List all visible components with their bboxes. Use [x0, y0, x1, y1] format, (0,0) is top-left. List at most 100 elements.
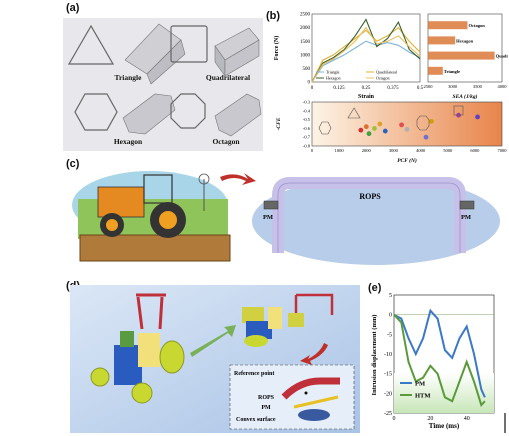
- caption-quadrilateral: Quadrilateral: [205, 73, 251, 82]
- force-series-line-3: [311, 26, 421, 83]
- scatter-xtick: 3000: [389, 148, 399, 153]
- force-ytick: 500: [303, 67, 311, 72]
- intrusion-xlabel: Time (ms): [429, 422, 460, 430]
- intrusion-ytick: 0: [389, 313, 392, 319]
- intrusion-ytick: -5: [387, 332, 392, 338]
- caption-octagon: Octagon: [212, 137, 240, 146]
- panel-c-illustration: ROPS PM PM: [72, 171, 500, 265]
- tractor-model: [90, 293, 185, 404]
- scatter-point: [429, 118, 434, 124]
- intrusion-ylabel: Intrusion displacement (mm): [371, 315, 378, 396]
- force-legend-label: Octagon: [376, 76, 390, 81]
- quadrilateral-outline: [170, 25, 208, 63]
- scatter-xtick: 6000: [470, 148, 480, 153]
- panel-label-a: (a): [66, 2, 80, 14]
- sea-xlabel: SEA (J/kg): [453, 93, 478, 100]
- caption-hexagon: Hexagon: [113, 137, 143, 146]
- intrusion-ytick: -25: [384, 411, 392, 417]
- sea-bar: [428, 51, 495, 60]
- intrusion-series-line-1: [393, 314, 486, 408]
- intrusion-series-line-0: [393, 308, 486, 398]
- cfe-pcf-ylabel: -CFE: [276, 117, 282, 130]
- force-legend-label: Triangle: [326, 70, 340, 75]
- scatter-point: [382, 128, 388, 134]
- scatter-xtick: 7000: [498, 148, 508, 153]
- inset-pm-label: PM: [261, 405, 271, 411]
- intrusion-legend-label: HTM: [415, 393, 431, 400]
- intrusion-ytick: -20: [384, 391, 392, 397]
- panel-a-box: Triangle Quadrilateral Hexagon Octagon: [63, 18, 263, 151]
- scatter-xtick: 0: [311, 148, 314, 153]
- scatter-ytick: -0.6: [303, 126, 311, 131]
- scatter-xtick: 4000: [416, 148, 426, 153]
- triangle-outline: [67, 24, 115, 65]
- sea-xtick: 2500: [424, 84, 434, 89]
- triangle-tube: [124, 23, 186, 85]
- scatter-point: [423, 134, 429, 140]
- contact-inset: Reference point ROPS PM Convex surface: [229, 364, 355, 430]
- pm-label-left: PM: [263, 214, 273, 221]
- sea-bar: [428, 36, 456, 45]
- scatter-point: [377, 121, 383, 127]
- arrow-down-icon: [300, 343, 328, 365]
- pm-block-right: [459, 200, 475, 210]
- triangle-marker-icon: [347, 107, 361, 119]
- force-xtick: 0.5: [417, 86, 424, 91]
- scatter-point: [404, 126, 410, 132]
- force-xtick: 0: [311, 86, 314, 91]
- scatter-xtick: 1000: [335, 148, 345, 153]
- scatter-point: [372, 126, 377, 131]
- intrusion-legend-label: PM: [415, 381, 425, 388]
- arrow-right-icon: [220, 173, 256, 185]
- detail-model: [242, 293, 334, 347]
- intrusion-xtick: 0: [393, 416, 396, 422]
- force-ytick: 0: [308, 81, 311, 86]
- force-xtick: 0.375: [387, 86, 399, 91]
- intrusion-xtick: 40: [464, 416, 470, 422]
- panel-d-illustration: Reference point ROPS PM Convex surface: [70, 285, 360, 433]
- caption-triangle: Triangle: [114, 73, 142, 82]
- sea-bar-label: Quadrilateral: [496, 54, 508, 59]
- intrusion-ytick: 5: [389, 293, 392, 299]
- scatter-xtick: 5000: [443, 148, 453, 153]
- force-legend-label: Quadrilateral: [376, 70, 398, 75]
- panel-label-c: (c): [66, 158, 80, 170]
- force-ytick: 2000: [300, 26, 311, 31]
- scatter-ytick: -0.8: [303, 144, 311, 149]
- zoom-arrow-icon: [190, 325, 236, 357]
- scatter-xtick: 2000: [362, 148, 372, 153]
- force-strain-xlabel: Strain: [358, 94, 375, 100]
- octagon-outline: [170, 93, 206, 129]
- scatter-ytick: -0.3: [303, 100, 311, 105]
- hexagon-outline: [74, 93, 118, 131]
- cfe-pcf-xlabel: PCF (N): [397, 157, 417, 164]
- force-strain-ylabel: Force (N): [273, 36, 280, 60]
- sea-bar-label: Hexagon: [456, 38, 473, 43]
- scatter-point: [358, 127, 364, 133]
- intrusion-ytick: -15: [384, 372, 392, 378]
- tube-illustrations: [67, 23, 262, 137]
- octagon-marker-icon: [416, 115, 430, 131]
- hexagon-marker-icon: [318, 121, 332, 135]
- sea-bar: [428, 66, 443, 75]
- hexagon-tube: [122, 93, 176, 135]
- scatter-ytick: -0.7: [303, 135, 311, 140]
- tractor-scene: [72, 171, 231, 262]
- force-ytick: 1000: [300, 53, 311, 58]
- force-legend-label: Hexagon: [326, 76, 340, 81]
- inset-rops-label: ROPS: [258, 395, 275, 401]
- force-ytick: 2500: [300, 13, 311, 18]
- panel-label-e: (e): [368, 282, 382, 294]
- scatter-point: [363, 124, 369, 130]
- octagon-tube: [214, 93, 262, 137]
- intrusion-xtick: 20: [427, 416, 433, 422]
- force-ytick: 1500: [300, 40, 311, 45]
- quadrilateral-tube: [214, 27, 260, 77]
- scatter-point: [366, 131, 372, 137]
- scatter-ytick: -0.4: [303, 108, 311, 113]
- sea-bar-chart: OctagonHexagonQuadrilateralTriangle 2500…: [424, 13, 508, 100]
